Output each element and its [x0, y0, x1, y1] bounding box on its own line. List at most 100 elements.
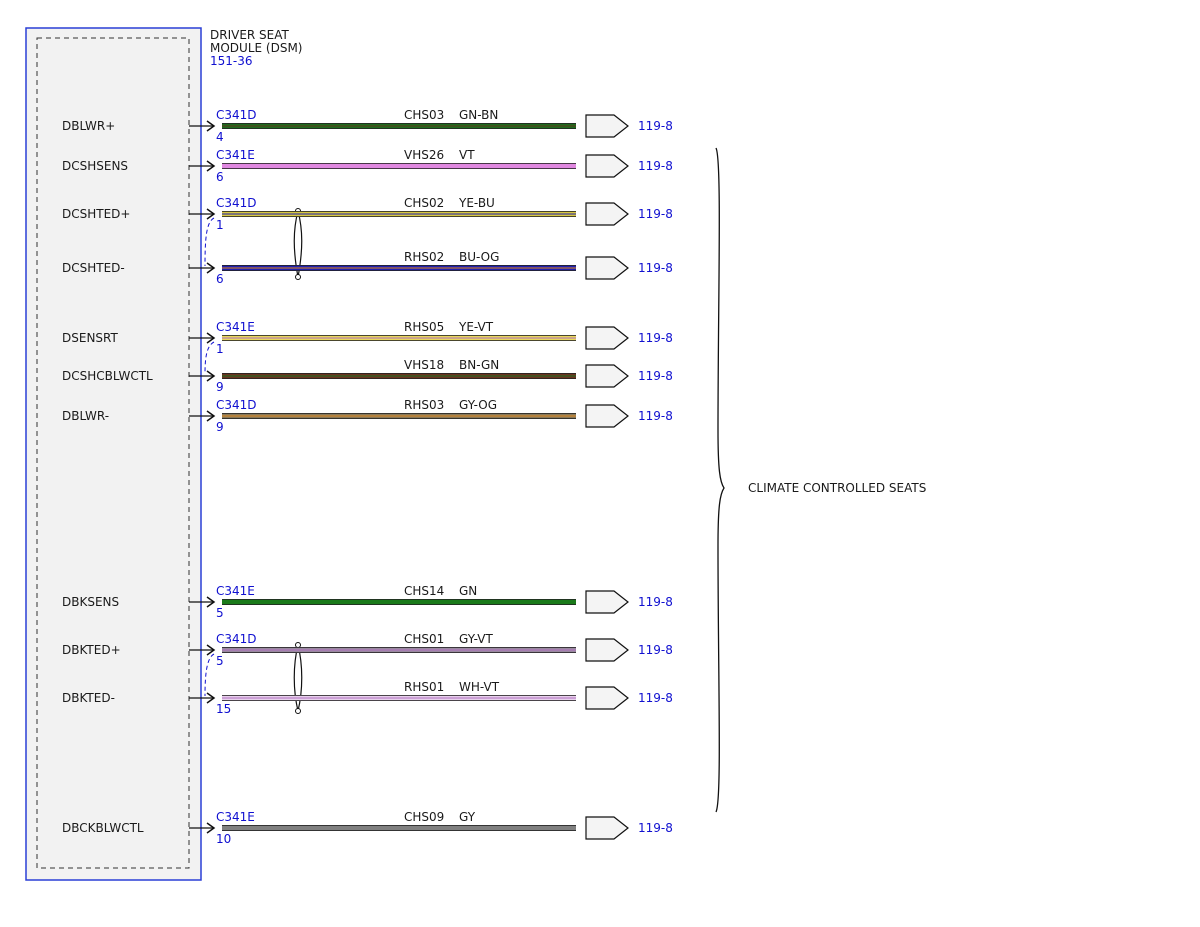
off-page-connector-icon[interactable] [585, 404, 629, 428]
wire-color-code: YE-BU [458, 196, 495, 210]
page-ref-link[interactable]: 119-8 [638, 261, 673, 275]
connector-link[interactable]: C341D [216, 632, 257, 646]
connector-link[interactable]: C341D [216, 398, 257, 412]
pin-name: DCSHSENS [62, 159, 128, 173]
off-page-connector-icon[interactable] [585, 202, 629, 226]
module-ref-link[interactable]: 151-36 [210, 54, 253, 68]
pin-name: DBKSENS [62, 595, 119, 609]
wire-color-code: GY [459, 810, 476, 824]
pin-number: 9 [216, 380, 224, 394]
page-ref-link[interactable]: 119-8 [638, 821, 673, 835]
off-page-connector-icon[interactable] [585, 154, 629, 178]
circuit-row: DBLWR- C341D 9 RHS03 GY-OG 119-8 [62, 398, 673, 434]
page-ref-link[interactable]: 119-8 [638, 207, 673, 221]
pin-number: 1 [216, 342, 224, 356]
circuit-id: RHS05 [404, 320, 444, 334]
shield-dashes [204, 217, 215, 697]
page-ref-link[interactable]: 119-8 [638, 595, 673, 609]
pin-name: DCSHTED- [62, 261, 125, 275]
circuit-id: CHS09 [404, 810, 444, 824]
pin-arrow-icon [206, 644, 216, 656]
pin-number: 5 [216, 606, 224, 620]
off-page-connector-icon[interactable] [585, 326, 629, 350]
off-page-connector-icon[interactable] [585, 256, 629, 280]
pin-arrow-icon [206, 208, 216, 220]
circuit-id: CHS02 [404, 196, 444, 210]
wire-color-code: BU-OG [459, 250, 499, 264]
off-page-connector-icon[interactable] [585, 816, 629, 840]
pin-name: DSENSRT [62, 331, 118, 345]
pin-number: 4 [216, 130, 224, 144]
connector-link[interactable]: C341E [216, 584, 255, 598]
pin-number: 10 [216, 832, 231, 846]
page-ref-link[interactable]: 119-8 [638, 369, 673, 383]
module-box [25, 27, 202, 881]
pin-name: DBLWR+ [62, 119, 115, 133]
circuit-id: CHS03 [404, 108, 444, 122]
page-ref-link[interactable]: 119-8 [638, 331, 673, 345]
pin-arrow-icon [206, 120, 216, 132]
pin-name: DBKTED+ [62, 643, 121, 657]
pin-name: DBCKBLWCTL [62, 821, 144, 835]
wire [222, 599, 576, 605]
module-inner-boundary [36, 37, 190, 869]
connector-link[interactable]: C341E [216, 810, 255, 824]
circuit-id: CHS14 [404, 584, 444, 598]
page-ref-link[interactable]: 119-8 [638, 119, 673, 133]
off-page-connector-icon[interactable] [585, 638, 629, 662]
circuit-row: DBLWR+ C341D 4 CHS03 GN-BN 119-8 [62, 108, 673, 144]
wire-color-code: YE-VT [458, 320, 494, 334]
circuit-id: VHS18 [404, 358, 444, 372]
grouping-brace [715, 147, 725, 813]
page-ref-link[interactable]: 119-8 [638, 159, 673, 173]
circuit-row: DBCKBLWCTL C341E 10 CHS09 GY 119-8 [62, 810, 673, 846]
off-page-connector-icon[interactable] [585, 686, 629, 710]
pin-arrow-icon [206, 692, 216, 704]
pin-number: 5 [216, 654, 224, 668]
circuit-row: DCSHTED+ C341D 1 CHS02 YE-BU 119-8 [62, 196, 673, 232]
connector-link[interactable]: C341E [216, 320, 255, 334]
pin-arrow-icon [206, 370, 216, 382]
off-page-connector-icon[interactable] [585, 114, 629, 138]
wire-color-code: GY-VT [459, 632, 493, 646]
wire-color-code: VT [459, 148, 475, 162]
page-ref-link[interactable]: 119-8 [638, 409, 673, 423]
pin-number: 1 [216, 218, 224, 232]
circuit-id: RHS02 [404, 250, 444, 264]
pin-name: DCSHTED+ [62, 207, 130, 221]
wire-color-code: GN-BN [459, 108, 498, 122]
page-ref-link[interactable]: 119-8 [638, 691, 673, 705]
module-name-line2: MODULE (DSM) [210, 41, 302, 55]
pin-number: 9 [216, 420, 224, 434]
circuit-row: DSENSRT C341E 1 RHS05 YE-VT 119-8 [62, 320, 673, 356]
connector-link[interactable]: C341E [216, 148, 255, 162]
wire-color-code: GY-OG [459, 398, 497, 412]
circuit-id: RHS01 [404, 680, 444, 694]
pin-number: 15 [216, 702, 231, 716]
bracket-label: CLIMATE CONTROLLED SEATS [748, 481, 926, 495]
connector-link[interactable]: C341D [216, 108, 257, 122]
circuit-id: RHS03 [404, 398, 444, 412]
pin-name: DCSHCBLWCTL [62, 369, 153, 383]
pin-arrow-icon [206, 596, 216, 608]
pin-name: DBLWR- [62, 409, 109, 423]
circuit-row: DBKSENS C341E 5 CHS14 GN 119-8 [62, 584, 673, 620]
off-page-connector-icon[interactable] [585, 364, 629, 388]
pin-arrow-icon [206, 332, 216, 344]
wire-color-code: GN [459, 584, 477, 598]
connector-link[interactable]: C341D [216, 196, 257, 210]
pin-number: 6 [216, 170, 224, 184]
wire [222, 163, 576, 169]
wire-color-code: WH-VT [459, 680, 500, 694]
pin-arrow-icon [206, 822, 216, 834]
page-ref-link[interactable]: 119-8 [638, 643, 673, 657]
pin-arrow-icon [206, 160, 216, 172]
module-name-line1: DRIVER SEAT [210, 28, 290, 42]
off-page-connector-icon[interactable] [585, 590, 629, 614]
pin-name: DBKTED- [62, 691, 115, 705]
